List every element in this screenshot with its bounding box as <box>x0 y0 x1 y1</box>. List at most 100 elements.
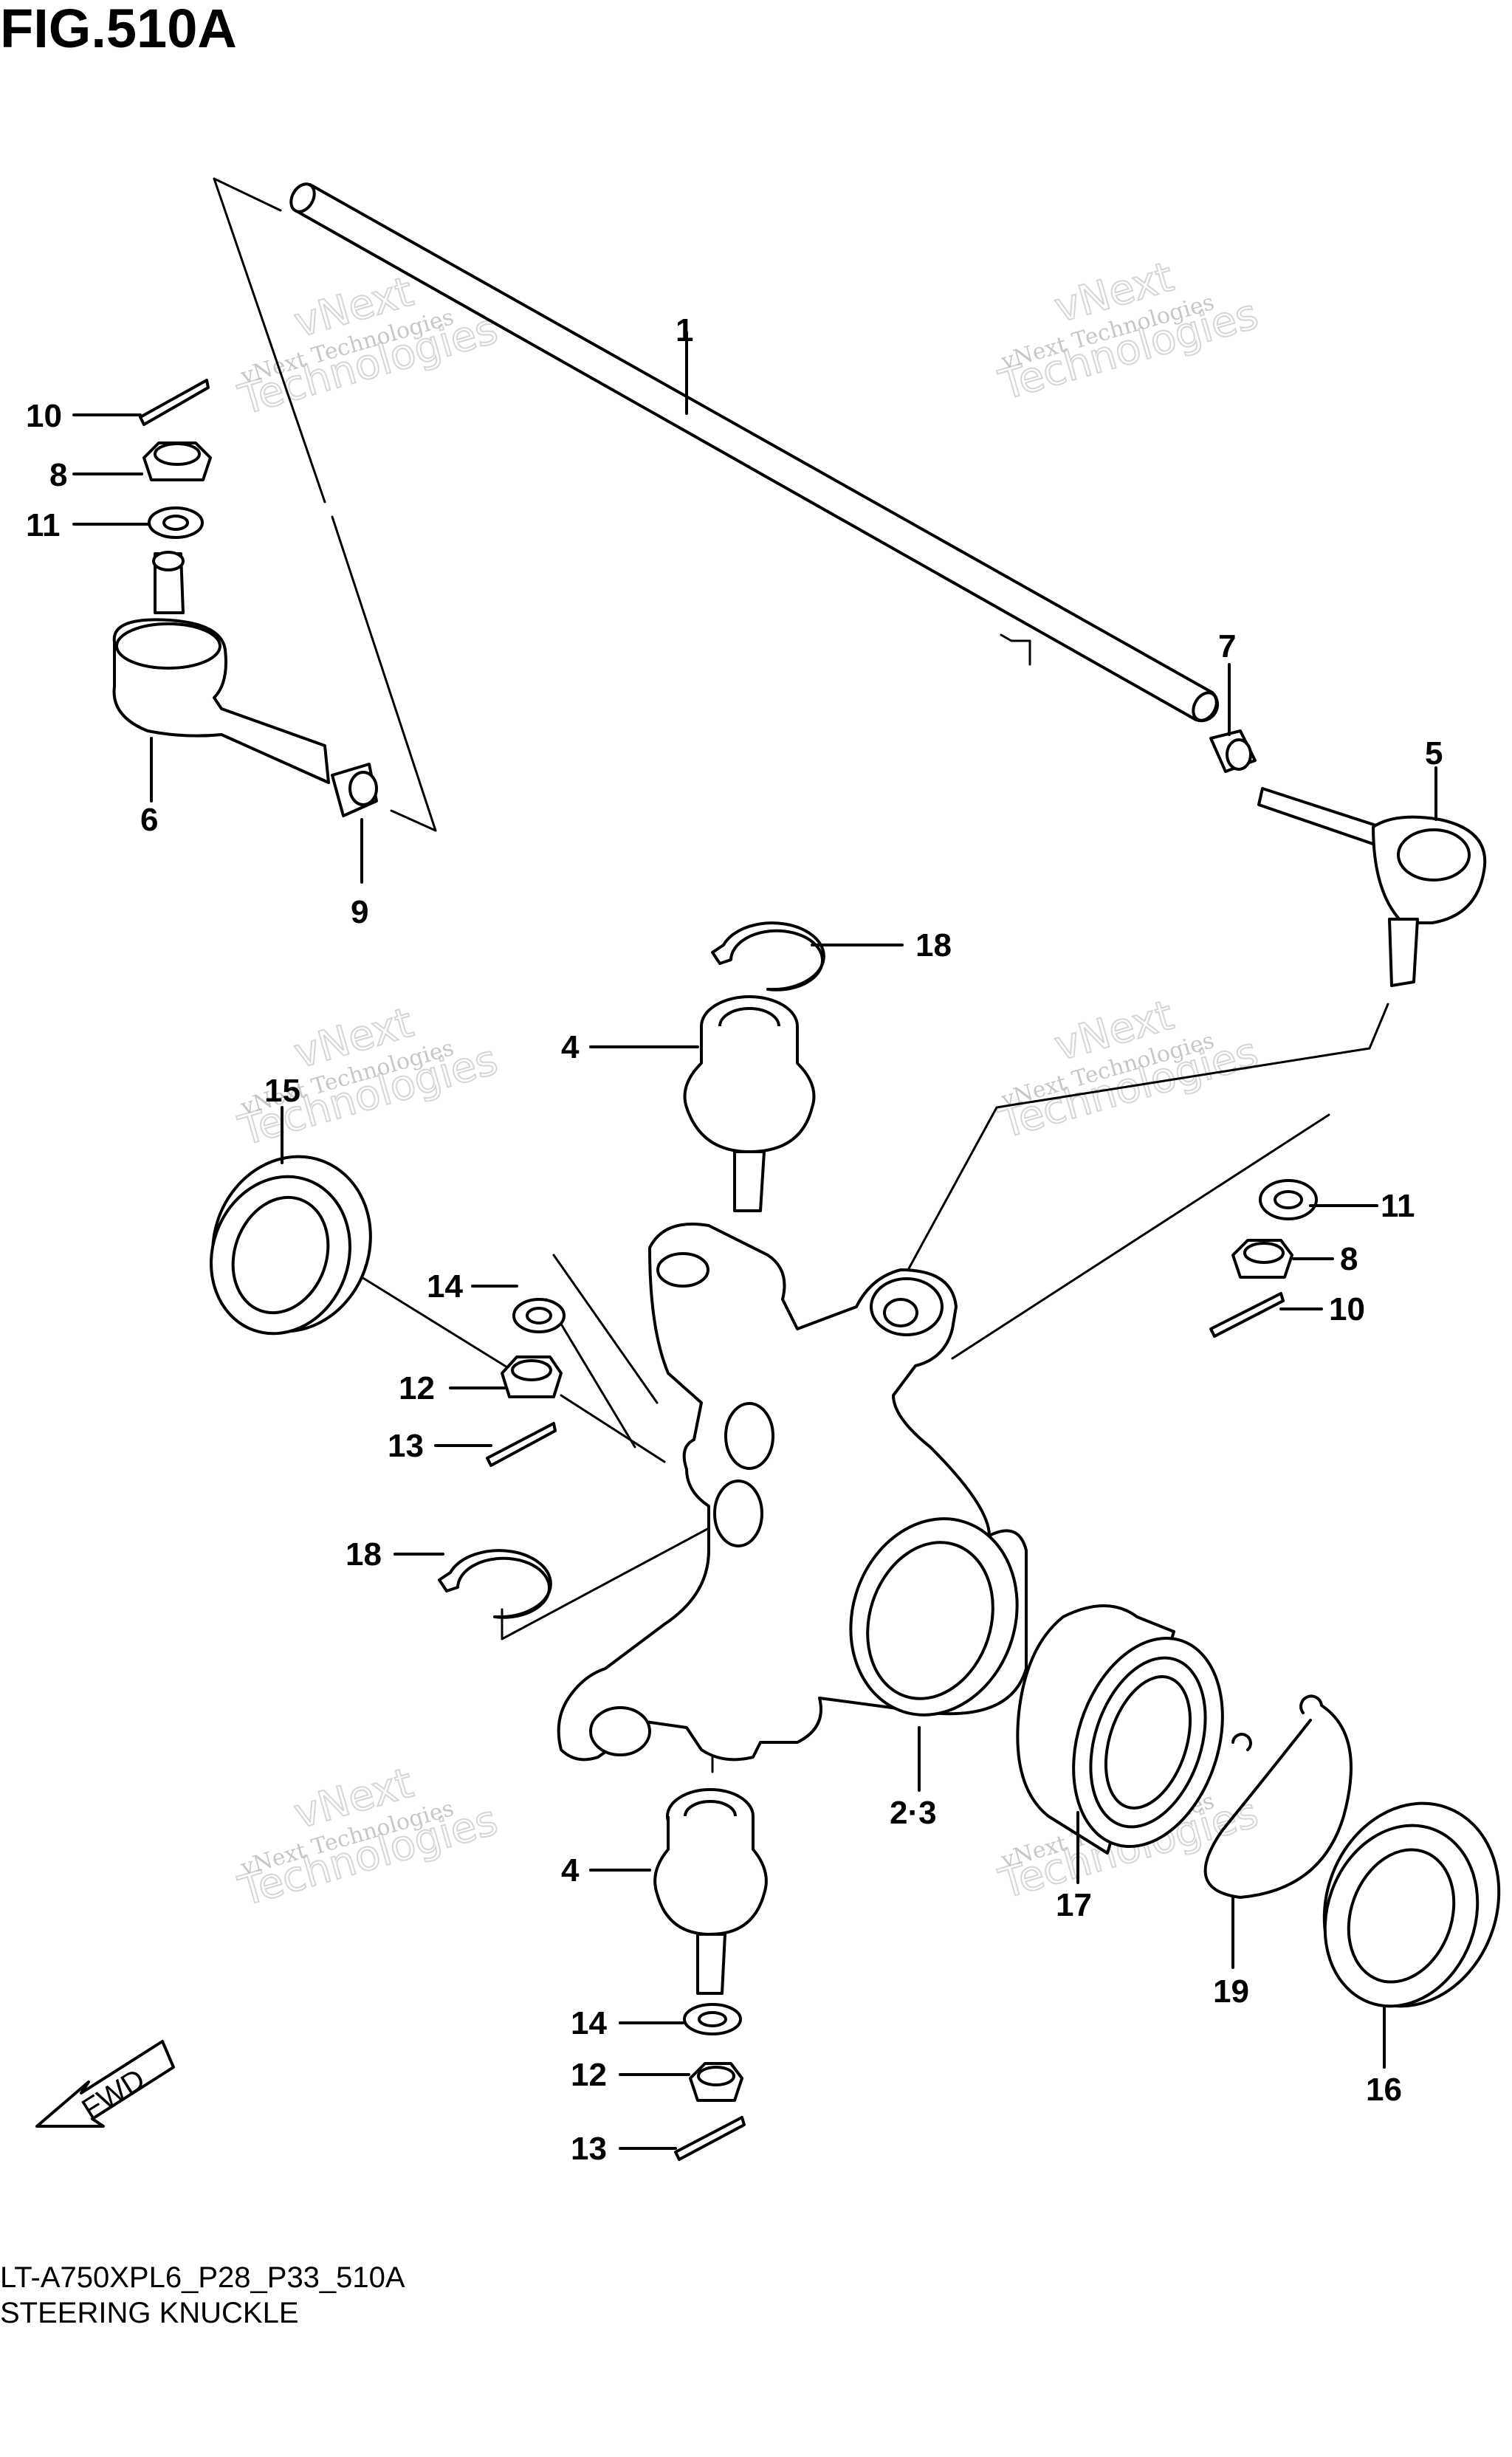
section-name: STEERING KNUCKLE <box>0 2297 299 2329</box>
cotter-pin-shape <box>1209 1292 1285 1338</box>
oil-seal-left <box>209 1155 372 1336</box>
cotter-pin-shape <box>486 1422 557 1467</box>
wheel-bearing <box>1016 1604 1224 1855</box>
tie-rod-end-stud-top <box>152 551 185 571</box>
ball-joint-lower <box>653 1788 768 1995</box>
callout-8: 8 <box>49 457 67 493</box>
callout-13: 13 <box>388 1428 424 1464</box>
washer-inner <box>526 1307 552 1324</box>
figure-title: FIG.510A <box>0 0 237 59</box>
cotter-pin-right <box>1209 1292 1285 1338</box>
callout-18: 18 <box>915 927 952 963</box>
nut-left <box>331 763 378 817</box>
callout-11-right: 11 <box>1381 1188 1415 1224</box>
callout-11: 11 <box>26 507 61 543</box>
guide-line <box>907 1003 1389 1271</box>
watermark: vNext Technologies vNext Technologies <box>993 991 1264 1149</box>
ball-joint-boot <box>683 1026 816 1153</box>
callout-10: 10 <box>26 398 62 434</box>
knuckle-upper-arm-boss <box>656 1252 709 1288</box>
callout-16: 16 <box>1366 2072 1402 2108</box>
washer-inner <box>162 515 189 531</box>
cotter-pin-shape <box>139 379 210 426</box>
knuckle-caliper-boss-lower <box>713 1480 763 1547</box>
guide-line <box>390 809 437 832</box>
tie-rod-end-socket <box>1397 828 1471 882</box>
oil-seal-inner <box>1347 1848 1456 1984</box>
watermark: vNext Technologies vNext Technologies <box>233 998 504 1156</box>
callout-4-lower: 4 <box>561 1852 580 1889</box>
castle-nut-face <box>1243 1242 1285 1264</box>
lock-nut <box>1209 729 1257 773</box>
guide-line <box>213 177 326 504</box>
callout-labels: 1 10 8 11 6 9 7 5 18 4 15 11 8 10 14 12 … <box>26 312 1443 2167</box>
circlip-shape <box>1203 1694 1353 1899</box>
tie-rod-mark <box>1000 633 1031 666</box>
callout-7: 7 <box>1218 628 1236 664</box>
tie-rod-end-top-face <box>115 622 221 670</box>
callout-17: 17 <box>1056 1887 1092 1923</box>
ball-joint-stud <box>696 1933 726 1995</box>
castle-nut-upper-left <box>142 441 212 481</box>
oil-seal-inner <box>231 1195 330 1315</box>
callout-14-lower: 14 <box>571 2005 607 2041</box>
castle-nut-knuckle-upper <box>501 1355 563 1398</box>
watermark: vNext Technologies vNext Technologies <box>993 252 1264 410</box>
washer-inner <box>698 2011 727 2027</box>
forward-direction-arrow: FWD <box>35 2040 175 2128</box>
ball-joint-boot <box>653 1816 768 1936</box>
ball-joint-stud <box>733 1150 766 1212</box>
callout-15: 15 <box>264 1073 300 1109</box>
cotter-pin-knuckle-lower <box>674 2116 746 2161</box>
watermark: vNext Technologies vNext Technologies <box>233 1759 504 1917</box>
bearing-inner-race <box>1104 1675 1192 1810</box>
callout-13-lower: 13 <box>571 2131 607 2167</box>
circlip-shape <box>438 1549 552 1619</box>
callout-18-lower: 18 <box>346 1536 382 1573</box>
knuckle-tie-rod-hole <box>883 1298 918 1327</box>
model-code: LT-A750XPL6_P28_P33_510A <box>0 2261 405 2294</box>
callout-1: 1 <box>676 312 693 348</box>
tie-rod-end-right <box>1192 691 1218 722</box>
callout-14: 14 <box>427 1268 463 1305</box>
castle-nut-right <box>1231 1239 1293 1279</box>
castle-nut-face <box>697 2066 735 2086</box>
guide-line <box>552 1254 659 1404</box>
cotter-pin-shape <box>674 2116 746 2161</box>
castle-nut-face <box>154 442 201 466</box>
steering-knuckle <box>557 1223 1028 1762</box>
cotter-pin-upper-left <box>139 379 210 426</box>
guide-line <box>213 177 282 212</box>
tie-rod-body <box>294 183 1220 723</box>
tie-rod-end-stud <box>1388 918 1419 987</box>
guide-line <box>560 1394 666 1463</box>
callout-5: 5 <box>1425 735 1443 772</box>
nut-face <box>348 771 378 806</box>
callout-9: 9 <box>351 894 368 930</box>
castle-nut-knuckle-lower <box>689 2062 743 2102</box>
tie-rod-end-thread <box>1257 787 1389 850</box>
tie-rod-end-right-part <box>1257 787 1487 987</box>
callout-10-right: 10 <box>1329 1291 1365 1327</box>
callout-8-right: 8 <box>1340 1241 1358 1277</box>
circlip-shape <box>711 921 825 992</box>
guide-line <box>501 1527 710 1640</box>
guide-line <box>360 1276 518 1375</box>
washer-right <box>1259 1179 1318 1220</box>
cotter-pin-knuckle-upper <box>486 1422 557 1467</box>
circlip-upper <box>711 921 825 992</box>
oil-seal-right <box>1322 1801 1501 2008</box>
callout-6: 6 <box>140 802 158 838</box>
lock-nut-face <box>1226 738 1252 771</box>
callout-12: 12 <box>399 1370 435 1406</box>
knuckle-lower-arm-boss <box>589 1706 651 1756</box>
tie-rod-end-left-part <box>112 551 330 784</box>
washer-upper-left <box>148 506 204 539</box>
washer-inner <box>1274 1190 1303 1209</box>
callout-19: 19 <box>1213 1973 1249 2010</box>
fwd-arrow-shape <box>35 2040 175 2128</box>
tie-rod <box>289 182 1220 723</box>
circlip-bearing <box>1203 1694 1353 1899</box>
callout-12-lower: 12 <box>571 2057 607 2093</box>
